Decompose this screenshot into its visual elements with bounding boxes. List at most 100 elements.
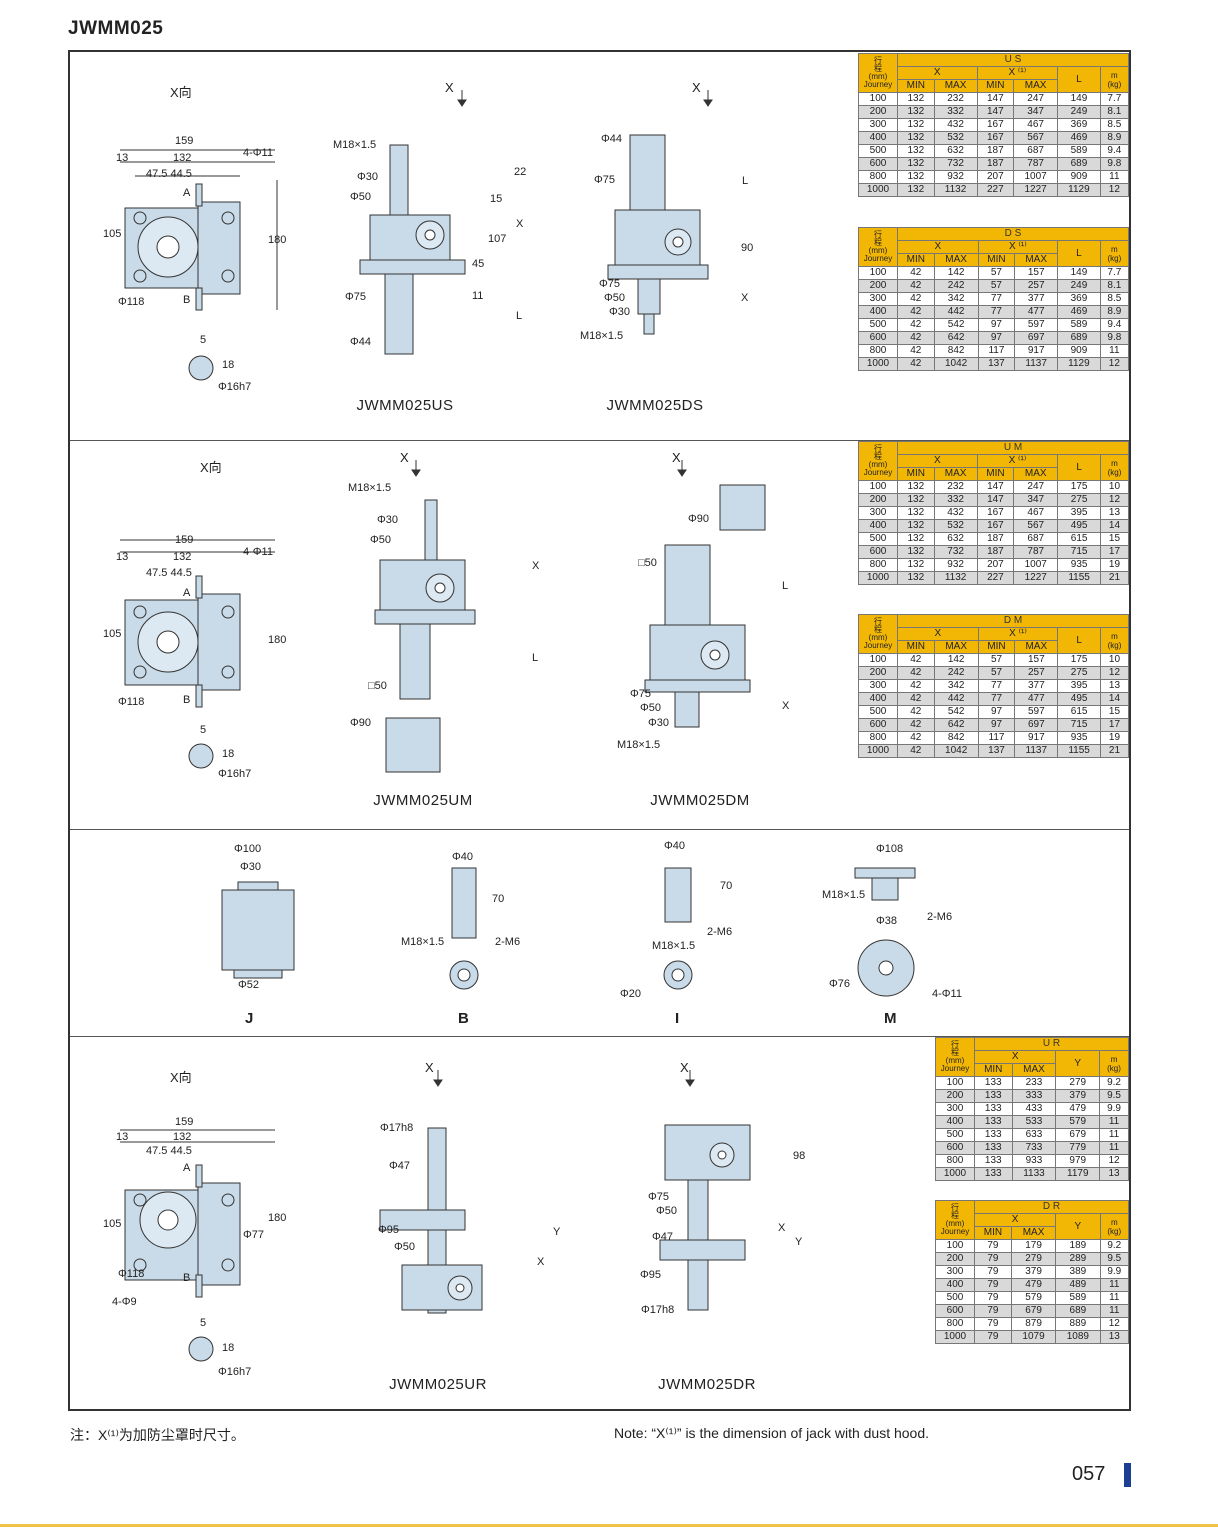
jack-us-drawing bbox=[359, 90, 467, 355]
table-cell: 932 bbox=[933, 558, 978, 572]
table-cell: 175 bbox=[1057, 480, 1101, 494]
table-cell: 1007 bbox=[1013, 558, 1059, 572]
table-cell: 257 bbox=[1014, 666, 1059, 680]
dim-47-44-3: 47.5 44.5 bbox=[146, 1145, 192, 1157]
table-cell: 97 bbox=[977, 318, 1016, 332]
table-cell: 800 bbox=[935, 1154, 975, 1168]
table-cell: 533 bbox=[1011, 1115, 1057, 1129]
table-cell: 133 bbox=[974, 1115, 1013, 1129]
table-cell: 12 bbox=[1099, 1317, 1130, 1331]
table-cell: 300 bbox=[935, 1265, 975, 1279]
table-cell: 567 bbox=[1013, 131, 1059, 145]
dim-118-3: Φ118 bbox=[118, 1268, 145, 1280]
table-cell: 149 bbox=[1057, 92, 1101, 106]
header-weight: m(kg) bbox=[1099, 66, 1130, 93]
journey-header-text: 程 bbox=[874, 625, 882, 634]
dim-phi40-b: Φ40 bbox=[452, 851, 474, 863]
table-cell: 147 bbox=[976, 92, 1015, 106]
table-cell: 79 bbox=[974, 1304, 1012, 1318]
table-cell: 200 bbox=[935, 1089, 975, 1103]
table-cell: 679 bbox=[1010, 1304, 1057, 1318]
table-cell: 42 bbox=[897, 279, 935, 293]
dim-phi50-um: Φ50 bbox=[370, 534, 392, 546]
table-cell: 589 bbox=[1057, 318, 1101, 332]
dim-x-ds: X bbox=[741, 292, 749, 304]
page-title: JWMM025 bbox=[68, 18, 164, 39]
table-cell: 1155 bbox=[1057, 744, 1101, 758]
dim-2m6-b: 2-M6 bbox=[495, 936, 521, 948]
table-cell: 15 bbox=[1099, 532, 1130, 546]
header-min: MIN bbox=[976, 79, 1015, 93]
table-cell: 132 bbox=[897, 105, 935, 119]
footnote-en: Note: “X⁽¹⁾” is the dimension of jack wi… bbox=[614, 1425, 930, 1441]
table-cell: 11 bbox=[1099, 170, 1130, 184]
table-cell: 8.5 bbox=[1099, 292, 1130, 306]
table-cell: 79 bbox=[974, 1317, 1012, 1331]
table-cell: 800 bbox=[858, 731, 898, 745]
dim-180-2: 180 bbox=[268, 634, 287, 646]
dim-159: 159 bbox=[175, 135, 194, 147]
dim-11-us: 11 bbox=[472, 290, 484, 302]
table-cell: 589 bbox=[1055, 1291, 1101, 1305]
table-cell: 132 bbox=[897, 571, 935, 585]
table-cell: 632 bbox=[933, 532, 978, 546]
section-divider bbox=[70, 440, 1129, 441]
table-cell: 369 bbox=[1057, 118, 1101, 132]
table-cell: 142 bbox=[933, 653, 979, 667]
table-cell: 395 bbox=[1057, 506, 1101, 520]
journey-header-text: (mm) bbox=[868, 72, 888, 81]
table-cell: 200 bbox=[858, 279, 898, 293]
dim-5-3: 5 bbox=[200, 1317, 207, 1329]
table-cell: 147 bbox=[976, 493, 1015, 507]
table-cell: 342 bbox=[933, 292, 979, 306]
dim-132-3: 132 bbox=[173, 1131, 192, 1143]
dim-70-b: 70 bbox=[492, 893, 505, 905]
journey-header-text: (mm) bbox=[868, 246, 888, 255]
table-cell: 279 bbox=[1055, 1076, 1101, 1090]
table-cell: 1042 bbox=[933, 744, 979, 758]
dim-m18-dm: M18×1.5 bbox=[617, 739, 661, 751]
table-cell: 1079 bbox=[1010, 1330, 1057, 1344]
x-arrow-um: X bbox=[400, 450, 409, 465]
dim-phi50-ur: Φ50 bbox=[394, 1241, 416, 1253]
caption-ur: JWMM025UR bbox=[389, 1376, 487, 1393]
table-cell: 57 bbox=[977, 653, 1016, 667]
table-cell: 389 bbox=[1055, 1265, 1101, 1279]
table-cell: 42 bbox=[897, 266, 935, 280]
dim-phi20-i: Φ20 bbox=[620, 988, 642, 1000]
journey-header-cell: 行程(mm)Journey bbox=[858, 614, 898, 654]
journey-header-cell: 行程(mm)Journey bbox=[858, 441, 898, 481]
table-cell: 342 bbox=[933, 679, 979, 693]
table-cell: 14 bbox=[1099, 692, 1130, 706]
dim-phi50-ds: Φ50 bbox=[604, 292, 626, 304]
table-cell: 597 bbox=[1014, 318, 1059, 332]
table-cell: 400 bbox=[935, 1115, 975, 1129]
table-cell: 132 bbox=[897, 131, 935, 145]
table-cell: 579 bbox=[1010, 1291, 1057, 1305]
journey-header-text: (mm) bbox=[868, 460, 888, 469]
table-cell: 77 bbox=[977, 679, 1016, 693]
table-cell: 233 bbox=[1011, 1076, 1057, 1090]
table-cell: 909 bbox=[1057, 344, 1101, 358]
table-cell: 9.8 bbox=[1099, 157, 1130, 171]
table-cell: 242 bbox=[933, 279, 979, 293]
table-cell: 432 bbox=[933, 118, 978, 132]
header-l: L bbox=[1057, 66, 1101, 93]
table-cell: 132 bbox=[897, 157, 935, 171]
weight-symbol: m bbox=[1110, 1217, 1118, 1227]
dim-l-dm: L bbox=[782, 580, 789, 592]
table-cell: 442 bbox=[933, 305, 979, 319]
table-cell: 133 bbox=[974, 1102, 1013, 1116]
table-cell: 469 bbox=[1057, 131, 1101, 145]
table-cell: 42 bbox=[897, 305, 935, 319]
table-cell: 542 bbox=[933, 705, 979, 719]
